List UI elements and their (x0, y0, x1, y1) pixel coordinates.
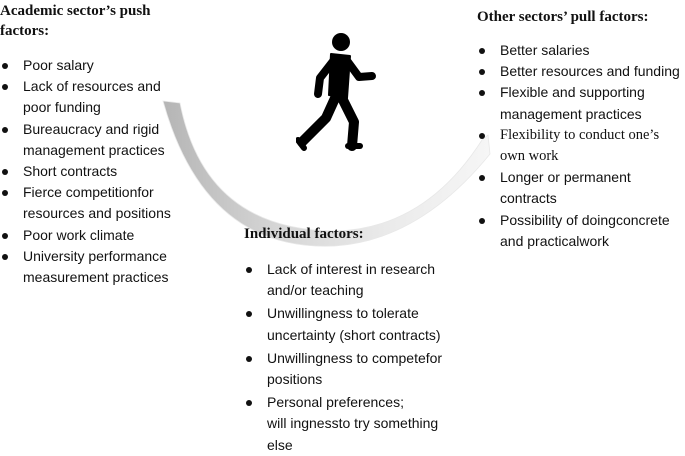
factor-item-line: Fierce competitionfor (23, 184, 154, 201)
factor-item: Better salaries (477, 40, 685, 61)
push-heading-line: factors: (0, 23, 50, 39)
individual-factors-list: Lack of interest in research and/or teach… (244, 259, 459, 456)
factor-item-line: and practicalwork (500, 232, 609, 249)
factor-item: Poor salary (0, 55, 235, 76)
factor-item: Bureaucracy and rigid management practice… (0, 119, 235, 161)
factor-item-line: and/or teaching (267, 282, 364, 299)
factor-item-line: Lack of interest in research (267, 261, 436, 277)
factor-item: Better resources and funding (477, 61, 685, 82)
factor-item-line: contracts (500, 190, 557, 207)
factor-item: Lack of interest in research and/or teach… (244, 259, 459, 301)
factor-item: Flexibility to conduct one’s own work (477, 125, 685, 167)
arrow-band (162, 100, 491, 247)
factor-item-line: Possibility of doingconcrete (500, 211, 670, 228)
factor-item-line: Flexibility to conduct one’s (500, 126, 660, 143)
factor-item-line: management practices (500, 105, 642, 122)
factor-item-line: Lack of resources and (23, 78, 161, 95)
factor-item-line: Unwillingness to competefor (267, 349, 443, 366)
pull-factors-heading: Other sectors’ pull factors: (477, 9, 649, 25)
factor-item: Unwillingness to tolerate uncertainty (sh… (244, 303, 459, 345)
factor-item: Fierce competitionfor resources and posit… (0, 182, 235, 224)
factor-item: Personal preferences; will ingnessto try … (244, 392, 459, 456)
factor-item-line: Better resources and funding (500, 63, 680, 80)
factor-item-line: Poor salary (23, 57, 94, 73)
factor-item: Poor work climate (0, 225, 235, 246)
pull-factors-group: Other sectors’ pull factors: Better sala… (477, 7, 685, 252)
factor-item-line: Longer or permanent (500, 169, 631, 186)
factor-item-line: else (267, 436, 293, 453)
walking-person-icon (296, 33, 376, 151)
factor-item-line: Bureaucracy and rigid (23, 120, 160, 137)
factor-item-line: own work (500, 148, 559, 165)
factor-item-line: Short contracts (23, 163, 118, 180)
factor-item-line: uncertainty (short contracts) (267, 326, 441, 343)
push-heading-line: Academic sector’s push (0, 3, 151, 19)
factor-item-line: measurement practices (23, 269, 169, 286)
push-factors-heading: Academic sector’s push factors: (0, 1, 235, 41)
factor-item: Possibility of doingconcrete and practica… (477, 210, 685, 252)
factor-item-line: Unwillingness to tolerate (267, 305, 419, 322)
factor-item-line: Flexible and supporting (500, 84, 645, 101)
factor-item: University performance measurement practi… (0, 246, 235, 288)
factor-item-line: positions (267, 371, 323, 388)
factor-item: Flexible and supporting management practi… (477, 82, 685, 124)
individual-factors-heading: Individual factors: (244, 226, 364, 242)
factor-item-line: Better salaries (500, 42, 590, 58)
factor-item: Short contracts (0, 161, 235, 182)
factor-item-line: management practices (23, 141, 165, 158)
curved-arrow-icon (162, 100, 491, 247)
factor-item: Lack of resources and poor funding (0, 76, 235, 118)
factor-item: Unwillingness to competefor positions (244, 348, 459, 390)
factor-item: Longer or permanent contracts (477, 167, 685, 209)
factor-item-line: resources and positions (23, 205, 171, 222)
factor-item-line: Personal preferences; (267, 394, 404, 411)
factor-item-line: Poor work climate (23, 226, 135, 243)
factor-item-line: University performance (23, 247, 167, 264)
factor-item-line: poor funding (23, 99, 101, 116)
factor-item-line: will ingnessto try something (267, 415, 439, 432)
push-factors-group: Academic sector’s push factors: Poor sal… (0, 1, 235, 288)
individual-factors-group: Individual factors: Lack of interest in … (244, 224, 459, 456)
